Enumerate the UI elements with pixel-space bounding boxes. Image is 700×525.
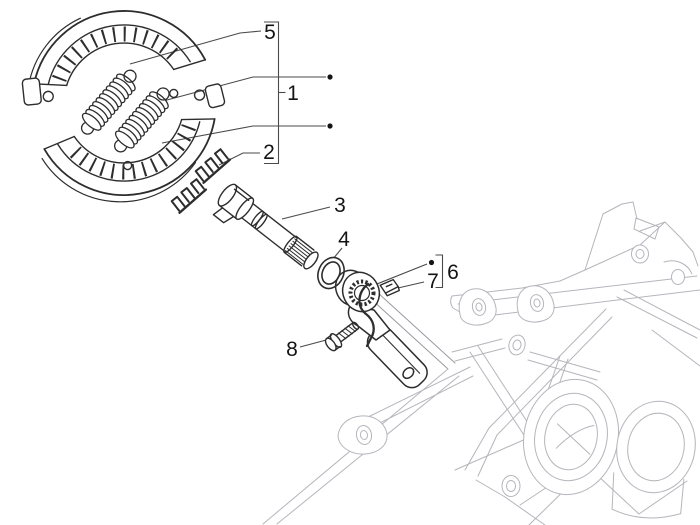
- brake-camshaft-drawing: [212, 183, 319, 270]
- return-spring-upper: [80, 69, 137, 135]
- callout-label-1: 1: [287, 82, 299, 105]
- retaining-clip-lower: [170, 178, 208, 214]
- case-small-hole: [501, 475, 521, 497]
- leader-7: [397, 281, 425, 289]
- spline-lines: [285, 238, 313, 265]
- callout-label-3: 3: [334, 194, 346, 217]
- dot-marker: [327, 123, 333, 129]
- anchor-block: [21, 77, 42, 106]
- leader-3: [281, 206, 331, 220]
- case-boss-right: [516, 285, 555, 323]
- callout-label-6: 6: [447, 261, 459, 284]
- leader-dot2: [161, 125, 326, 144]
- clip-nut-drawing: [379, 278, 400, 297]
- return-spring-lower: [113, 87, 170, 153]
- callout-label-5: 5: [264, 21, 276, 44]
- bolt-drawing: [324, 321, 360, 352]
- bracket-group-6: [435, 254, 444, 289]
- leader-dot1: [151, 76, 326, 105]
- cam-block: [204, 83, 226, 109]
- retaining-clip-upper: [194, 148, 232, 184]
- case-bearing-bore-right: [611, 400, 696, 519]
- callout-label-2: 2: [263, 141, 275, 164]
- case-bearing-bore-left: [522, 378, 620, 496]
- dot-marker: [327, 74, 333, 80]
- case-boss-left: [458, 288, 497, 326]
- leader-5: [129, 30, 262, 65]
- case-right-hole: [671, 269, 685, 285]
- dot-marker: [428, 259, 435, 266]
- case-mount-hole: [631, 244, 649, 264]
- lever-wire-spring: [358, 282, 375, 348]
- serrated-bore: [348, 279, 376, 307]
- crankcase-outline-drawing: [262, 201, 700, 525]
- callout-dots: [327, 74, 435, 266]
- case-lug: [337, 415, 388, 455]
- leader-6: [371, 263, 428, 287]
- callout-label-7: 7: [427, 270, 439, 293]
- callout-label-4: 4: [338, 228, 350, 251]
- callout-label-8: 8: [286, 338, 298, 361]
- brake-shoe-assembly-drawing: [21, 10, 226, 203]
- callout-leaders: [129, 21, 444, 348]
- brake-lever-drawing: [334, 269, 428, 389]
